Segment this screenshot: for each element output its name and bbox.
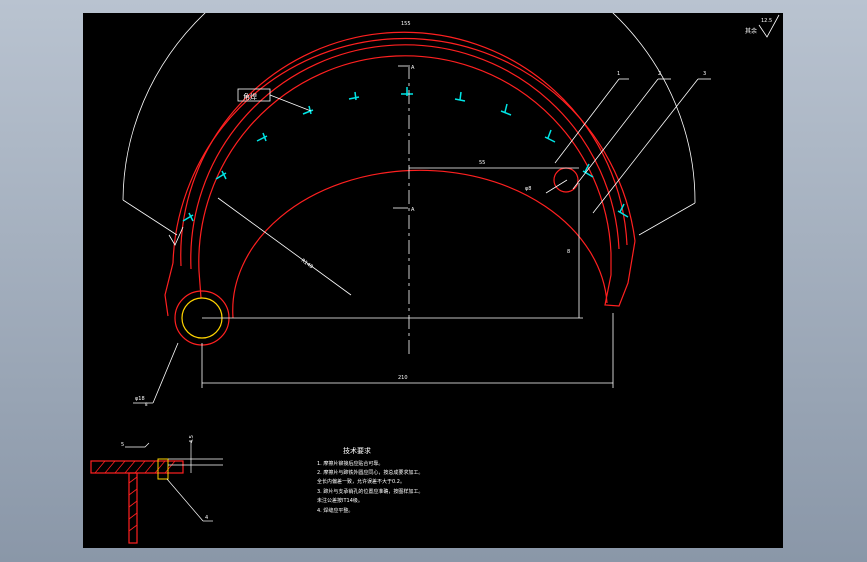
rivet [500,103,512,116]
rivets [182,87,629,222]
center-right-dim: 55 [479,160,485,166]
cad-drawing: 155 55 210 8 φ8 R148 φ18 8 1 2 3 A A 角焊 … [90,13,780,544]
top-span-ext-right [638,202,696,236]
notes-title: 技术要求 [343,446,371,455]
weld-box [237,88,271,102]
rivet [182,212,194,222]
note-line: 2. 摩擦片与蹄铁外圆应同心，按总成要求加工。 [317,469,423,476]
balloon-leader-3 [592,78,699,214]
detail-leader-4 [166,478,204,522]
section-label-mid: A [411,207,415,213]
detail-web-hatch [128,476,138,532]
detail-plate-hatch [94,460,176,474]
note-line: 4. 焊缝应平整。 [317,507,353,514]
section-detail: 4.5 4 5 [90,435,223,544]
top-span-dim: 155 [401,21,411,27]
rivet [348,91,360,101]
detail-lining [157,458,169,480]
rim-inner-arc-2 [198,55,612,272]
pin-circle-sub: 8 [145,402,148,407]
weld-box-label: 角焊 [243,92,257,101]
rim-inner-arc [190,44,620,270]
technical-notes: 技术要求 1. 摩擦片铆接后应贴合可靠。 2. 摩擦片与蹄铁外圆应同心，按总成要… [317,446,423,514]
top-span-arc [122,13,696,204]
rivet [256,132,268,142]
note-line: 1. 摩擦片铆接后应贴合可靠。 [317,460,383,467]
pin-leader [152,342,179,404]
rivet [617,203,629,218]
balloon-5: 5 [121,442,124,448]
bottom-span-dim: 210 [398,375,408,381]
detail-dim: 4.5 [189,435,195,443]
balloon-leader-2 [572,78,659,190]
rivet [215,170,227,180]
small-circle-leader [545,179,568,194]
rim-right-end [604,240,636,307]
rivet [302,105,314,115]
note-line: 未注公差按IT14级。 [317,497,363,504]
note-line: 全长内偏差一致，允许误差不大于0.2。 [317,478,405,485]
rim-left-end [164,262,202,317]
small-circle-dim: φ8 [525,186,531,192]
rivet [544,129,556,143]
balloon-3: 3 [703,71,706,77]
roughness-symbol-left [168,226,184,246]
dimension-texts: 155 55 210 8 φ8 R148 φ18 8 1 2 3 A A 角焊 … [135,18,772,407]
detail-section-arrow [125,442,150,448]
rim-outer-arc-2 [180,31,628,267]
small-circle [553,167,579,193]
vertical-dim: 8 [567,249,570,255]
roughness-value: 12.5 [761,18,772,24]
web-arc [232,169,608,319]
section-label-top: A [411,65,415,71]
rim-outer-arc [172,37,636,264]
weld-leader [269,94,312,112]
rivet [454,91,466,102]
roughness-prefix: 其余 [745,27,757,35]
radius-leader [217,197,352,296]
balloon-1: 1 [617,71,620,77]
brake-shoe [164,31,636,346]
balloon-4: 4 [205,515,208,521]
balloon-leader-1 [554,78,620,164]
rivet [582,163,594,178]
drawing-sheet: 155 55 210 8 φ8 R148 φ18 8 1 2 3 A A 角焊 … [83,13,783,548]
dimension-lines [122,13,780,404]
balloon-2: 2 [658,71,661,77]
rivet [401,87,413,96]
roughness-symbol [758,14,780,38]
pin-circle-dim: φ18 [135,396,145,402]
note-line: 3. 蹄片与支承销孔的位置应准确，按图样加工。 [317,488,423,495]
radius-dim: R148 [300,258,314,271]
detail-web [128,472,138,544]
top-span-ext-left [122,199,178,236]
